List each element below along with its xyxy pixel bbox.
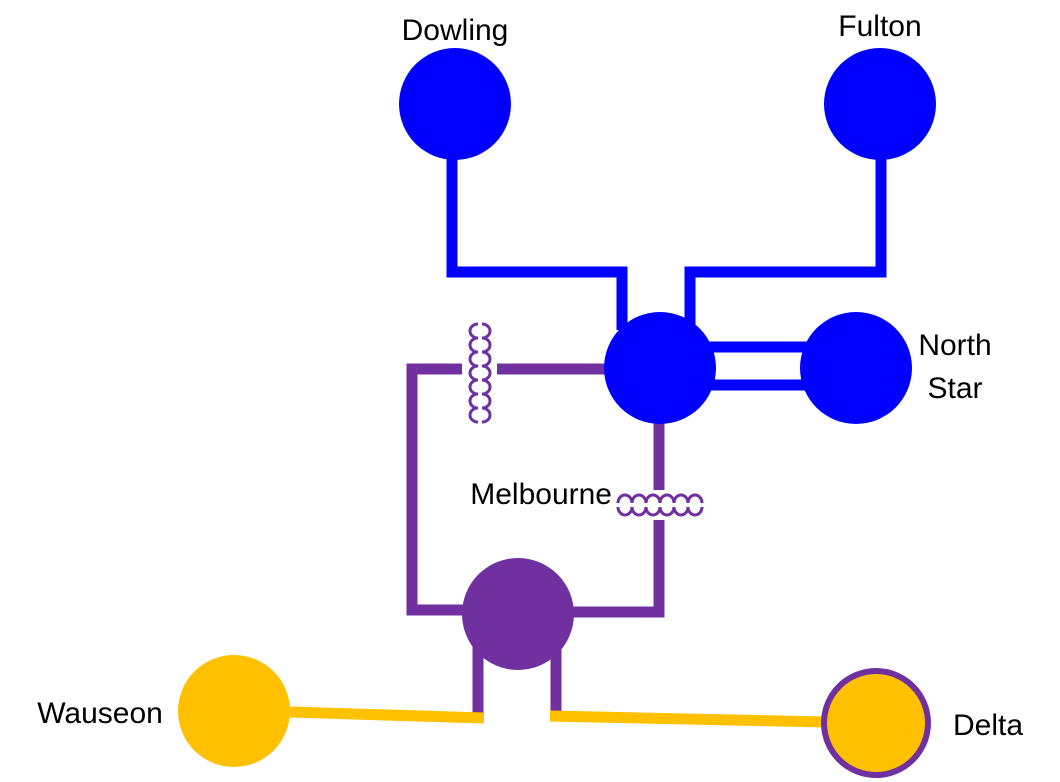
transformer-west <box>468 322 492 424</box>
line-south-transformer-melbourne <box>570 520 665 618</box>
label-delta: Delta <box>953 709 1023 742</box>
node-melbourne <box>462 558 574 670</box>
line-dowling-hub <box>446 140 628 330</box>
label-wauseon: Wauseon <box>37 697 163 730</box>
transformer-coil-icon <box>468 322 492 424</box>
yellow-lines <box>289 706 827 728</box>
transformer-coil-icon <box>616 493 704 517</box>
transformer-south <box>616 493 704 517</box>
label-dowling: Dowling <box>402 14 509 47</box>
node-dowling <box>399 48 511 160</box>
line-fulton-hub <box>684 140 887 330</box>
blue-lines <box>446 140 887 391</box>
node-fulton <box>824 48 936 160</box>
purple-lines <box>406 363 665 722</box>
line-west-transformer-melbourne <box>406 363 470 616</box>
node-wauseon <box>178 655 290 767</box>
line-delta <box>549 710 827 728</box>
node-north-star <box>800 312 912 424</box>
label-north-star-line2: Star <box>927 372 982 405</box>
label-fulton: Fulton <box>838 10 921 43</box>
node-north-star-hub <box>604 312 716 424</box>
label-north-star-line1: North <box>918 329 991 362</box>
label-melbourne: Melbourne <box>470 478 612 511</box>
line-wauseon <box>289 706 485 724</box>
node-delta <box>821 668 931 778</box>
